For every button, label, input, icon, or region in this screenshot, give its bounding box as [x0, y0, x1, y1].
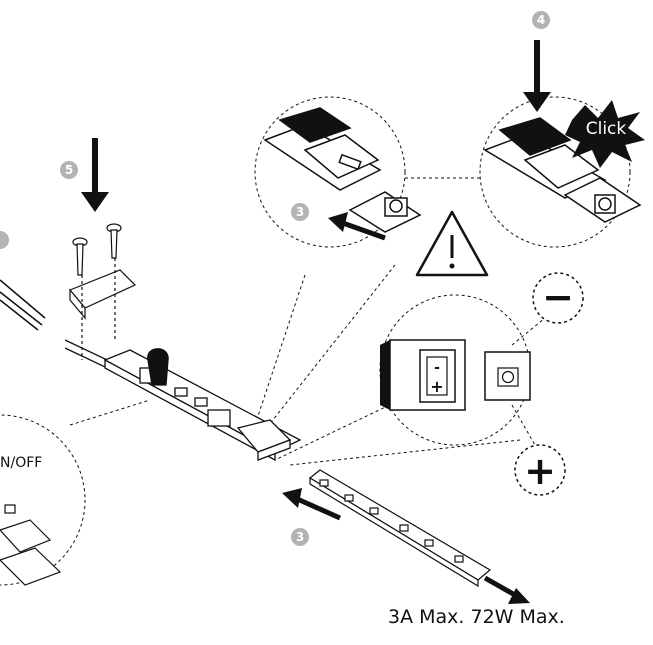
- zoom-bubble-polarity: - + − +: [379, 272, 584, 496]
- spec-label: 3A Max. 72W Max.: [388, 606, 565, 628]
- led-strip: [308, 469, 492, 588]
- output-arrow: [483, 575, 530, 604]
- push-arrow-top: [328, 212, 386, 241]
- switch-label: N/OFF: [0, 455, 43, 471]
- step-badge-5: 5: [65, 163, 73, 177]
- click-text: Click: [586, 119, 627, 139]
- controller-module: [64, 339, 302, 462]
- step-badge-3-top: 3: [296, 205, 304, 219]
- polarity-plus: +: [524, 449, 556, 493]
- push-arrow-down: [523, 40, 551, 112]
- warning-icon: [415, 210, 489, 277]
- zoom-bubble-connector-insert: 3: [254, 96, 422, 248]
- polarity-minus: −: [542, 275, 574, 319]
- click-burst: Click: [565, 100, 645, 168]
- callout-lines: [69, 177, 521, 466]
- polarity-minus-pin: -: [434, 360, 440, 376]
- cable-left: [0, 231, 46, 331]
- zoom-bubble-switch: [0, 414, 86, 586]
- polarity-plus-pin: +: [430, 377, 443, 396]
- step-badge-3-bottom: 3: [296, 530, 304, 544]
- step-badge-4: 4: [537, 13, 545, 27]
- push-arrow-bottom: 3: [282, 488, 342, 546]
- screw-mounting: 5: [60, 138, 137, 360]
- zoom-bubble-click: Click 4: [479, 11, 645, 248]
